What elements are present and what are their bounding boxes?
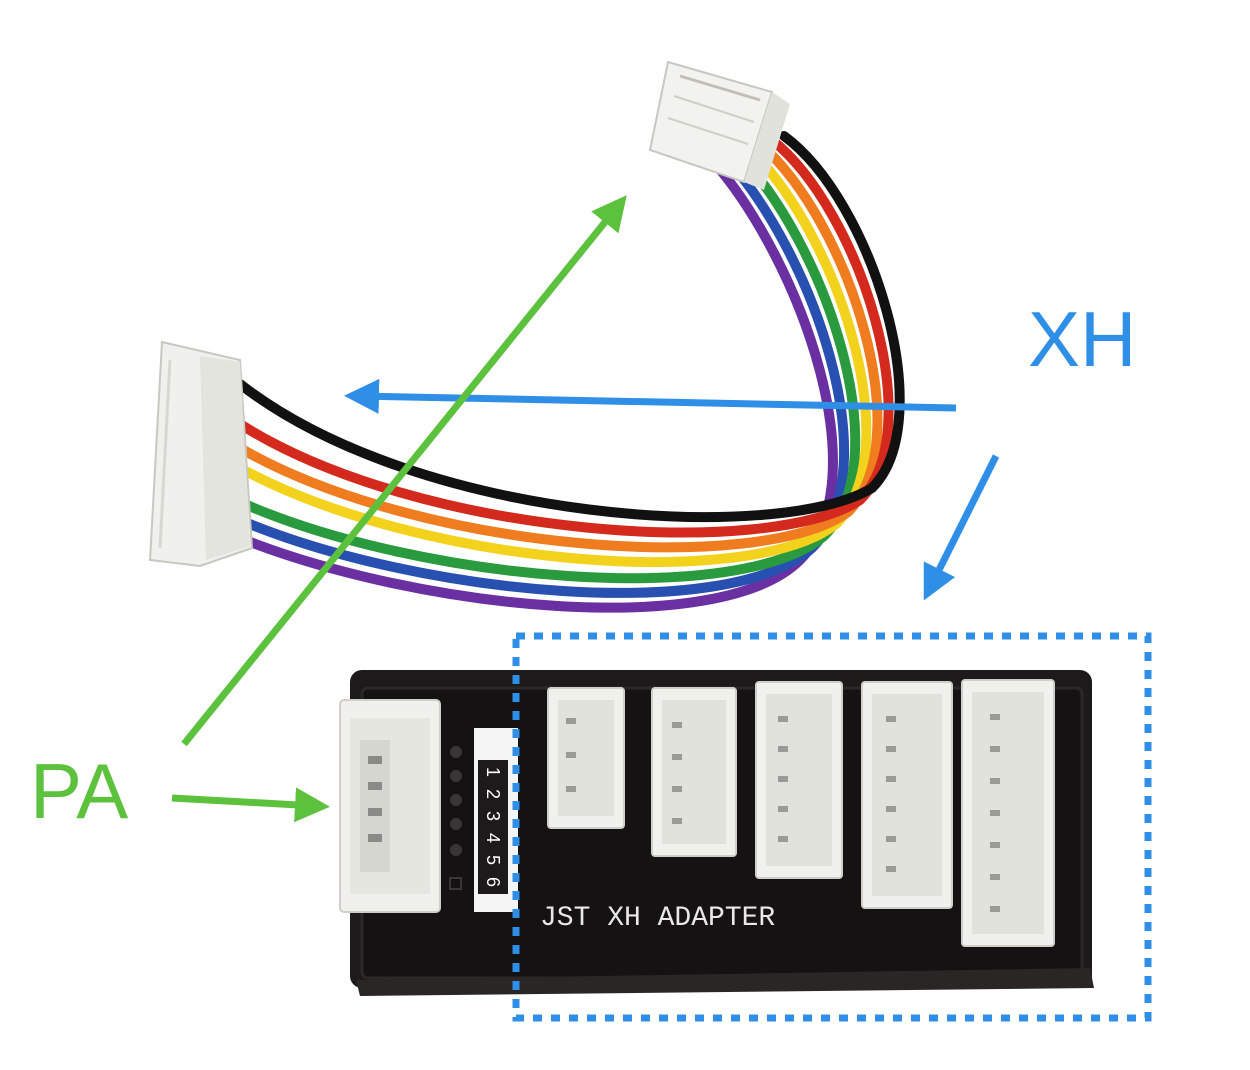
wire-black bbox=[235, 131, 905, 523]
pin-number-3: 3 bbox=[483, 811, 503, 821]
pa-arrow-to-board bbox=[171, 787, 330, 823]
ribbon-cable bbox=[235, 131, 905, 613]
pin-number-1: 1 bbox=[483, 767, 503, 777]
board-silkscreen-text: JST XH ADAPTER bbox=[540, 903, 775, 934]
xh-plug-top bbox=[648, 60, 790, 190]
pin-markers bbox=[449, 746, 462, 890]
wire-yellow bbox=[235, 143, 872, 567]
xh-socket-2s bbox=[547, 687, 625, 829]
xh-socket-3s bbox=[651, 687, 737, 857]
pa-connector bbox=[339, 699, 441, 913]
xh-socket-4s bbox=[755, 681, 843, 879]
pin-number-6: 6 bbox=[483, 877, 503, 887]
pin-number-labels: 1 2 3 4 5 6 bbox=[474, 728, 518, 912]
xh-socket-5s bbox=[861, 681, 953, 909]
wire-red bbox=[235, 135, 894, 538]
wire-orange bbox=[235, 139, 883, 553]
xh-label: XH bbox=[1028, 295, 1137, 383]
wire-green bbox=[235, 147, 861, 584]
pa-arrow-to-top-plug bbox=[181, 195, 627, 747]
xh-plug-left bbox=[148, 340, 254, 568]
pin-number-4: 4 bbox=[483, 833, 503, 843]
pin-number-2: 2 bbox=[483, 789, 503, 799]
xh-arrow-to-board bbox=[923, 454, 1000, 601]
xh-arrow-to-left-plug bbox=[344, 378, 957, 414]
xh-socket-6s bbox=[961, 679, 1055, 947]
pa-label: PA bbox=[30, 747, 129, 835]
xh-sockets bbox=[547, 679, 1055, 947]
pin-number-5: 5 bbox=[483, 855, 503, 865]
xh-highlight-box bbox=[512, 632, 1152, 1022]
